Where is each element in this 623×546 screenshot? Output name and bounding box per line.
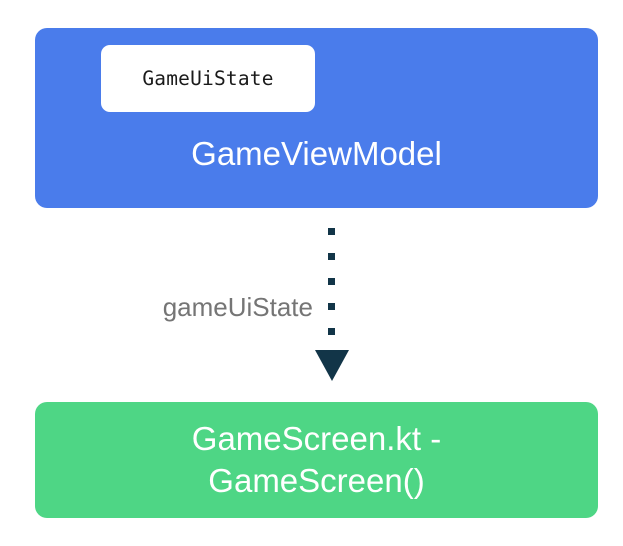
ui-state-chip[interactable]: GameUiState [101,45,315,112]
arrow-down-icon [315,350,349,381]
connector-label: gameUiState [162,292,313,322]
screen-node[interactable]: GameScreen.kt - GameScreen() [35,402,598,518]
screen-title-line-1: GameScreen.kt - [191,420,442,457]
screen-title-line-2: GameScreen() [208,462,425,499]
ui-state-chip-label: GameUiState [142,67,274,90]
viewmodel-node[interactable]: GameUiState GameViewModel [35,28,598,208]
viewmodel-title: GameViewModel [191,135,442,172]
dotted-line [328,228,335,344]
